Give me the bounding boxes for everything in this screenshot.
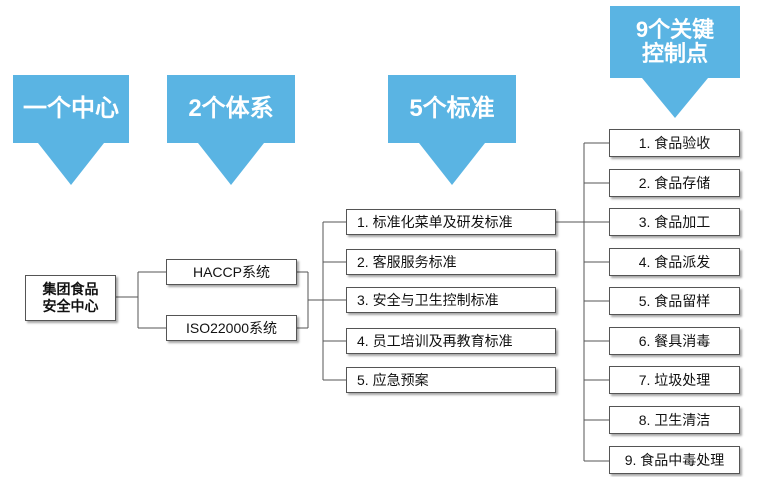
system-label: HACCP系统 xyxy=(192,264,270,280)
root-line2: 安全中心 xyxy=(42,298,99,314)
control-point-node: 2. 食品存储 xyxy=(609,169,740,197)
standard-node: 4. 员工培训及再教育标准 xyxy=(346,328,556,354)
control-point-node: 6. 餐具消毒 xyxy=(609,327,740,355)
control-point-label: 1. 食品验收 xyxy=(638,135,711,151)
control-point-label: 7. 垃圾处理 xyxy=(638,372,711,388)
system-label: ISO22000系统 xyxy=(185,320,278,336)
standard-label: 5. 应急预案 xyxy=(357,372,429,388)
control-point-node: 3. 食品加工 xyxy=(609,208,740,236)
standard-node: 2. 客服服务标准 xyxy=(346,249,556,275)
header-label-line1: 9个关键 xyxy=(635,16,715,42)
root-node: 集团食品 安全中心 xyxy=(25,275,116,321)
control-point-label: 2. 食品存储 xyxy=(638,175,711,191)
standard-node: 3. 安全与卫生控制标准 xyxy=(346,287,556,313)
system-node: HACCP系统 xyxy=(166,259,297,285)
control-point-node: 4. 食品派发 xyxy=(609,248,740,276)
system-node: ISO22000系统 xyxy=(166,315,297,341)
header-arrow-center: 一个中心 xyxy=(13,75,129,185)
standard-label: 2. 客服服务标准 xyxy=(357,254,457,270)
control-point-node: 1. 食品验收 xyxy=(609,129,740,157)
standard-label: 1. 标准化菜单及研发标准 xyxy=(357,214,513,230)
control-point-node: 9. 食品中毒处理 xyxy=(609,446,740,474)
control-point-label: 3. 食品加工 xyxy=(638,214,711,230)
header-arrow-systems: 2个体系 xyxy=(167,75,295,185)
standard-label: 3. 安全与卫生控制标准 xyxy=(357,292,499,308)
standard-node: 5. 应急预案 xyxy=(346,367,556,393)
header-label-line2: 控制点 xyxy=(641,41,708,66)
header-arrow-standards: 5个标准 xyxy=(388,75,516,185)
control-point-node: 8. 卫生清洁 xyxy=(609,406,740,434)
control-point-label: 4. 食品派发 xyxy=(638,254,711,270)
control-point-label: 9. 食品中毒处理 xyxy=(624,452,725,468)
header-label: 5个标准 xyxy=(409,94,495,122)
header-arrow-control: 9个关键 控制点 xyxy=(610,6,740,118)
header-label: 一个中心 xyxy=(23,94,119,122)
control-point-label: 6. 餐具消毒 xyxy=(638,333,711,349)
standard-label: 4. 员工培训及再教育标准 xyxy=(357,333,513,349)
control-point-node: 7. 垃圾处理 xyxy=(609,366,740,394)
control-point-label: 8. 卫生清洁 xyxy=(638,412,711,428)
header-label: 2个体系 xyxy=(188,94,274,122)
control-point-label: 5. 食品留样 xyxy=(638,293,711,309)
root-line1: 集团食品 xyxy=(42,280,99,297)
control-point-node: 5. 食品留样 xyxy=(609,287,740,315)
standard-node: 1. 标准化菜单及研发标准 xyxy=(346,209,556,235)
